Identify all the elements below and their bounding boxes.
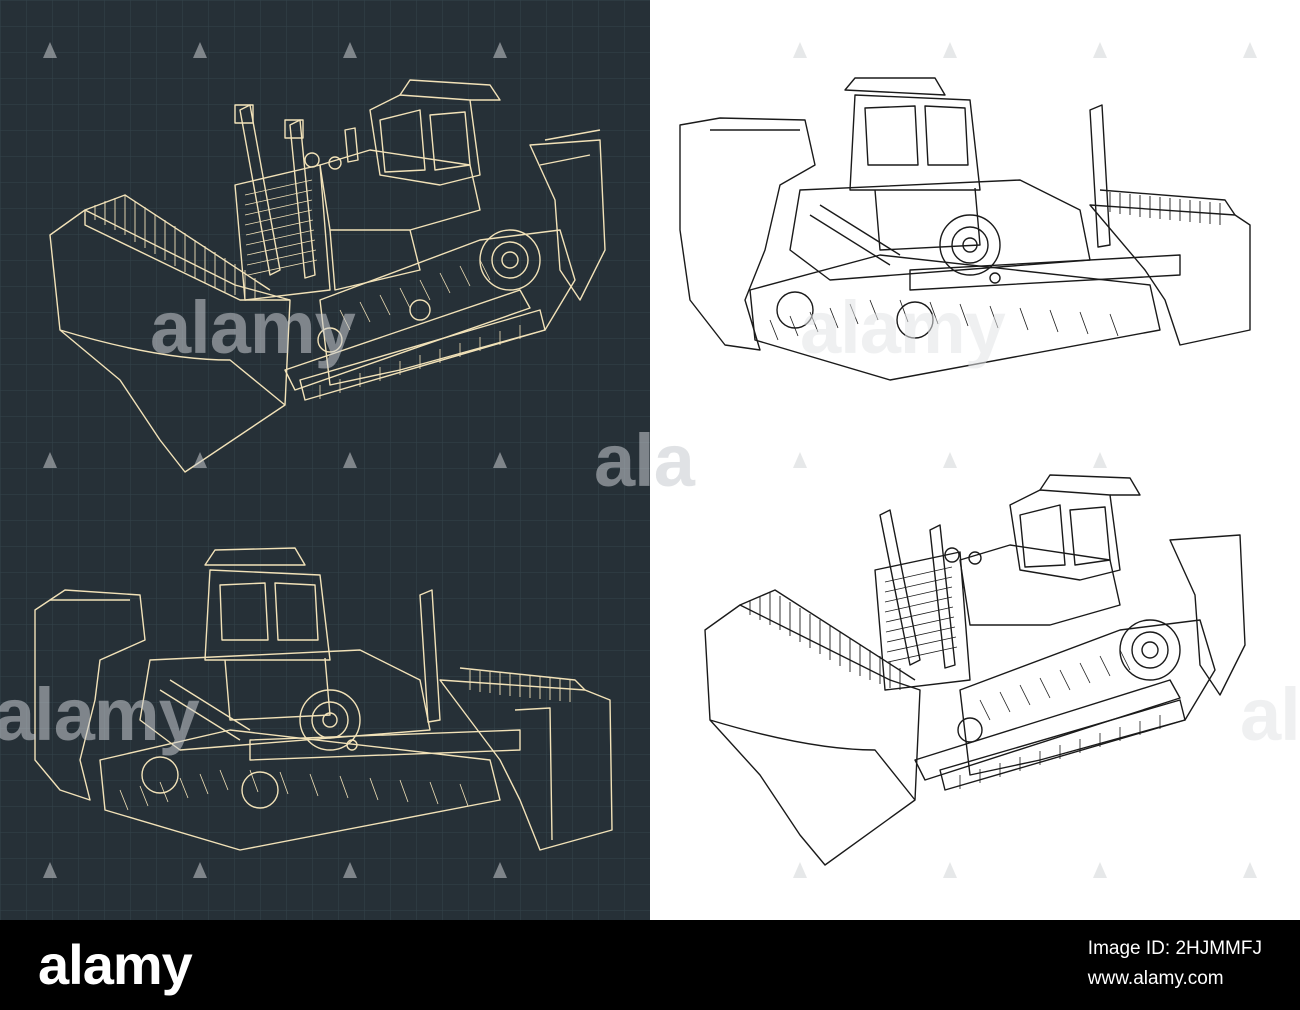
alamy-a-icon	[1243, 42, 1257, 58]
bulldozer-blueprint-bottom	[34, 547, 613, 851]
alamy-a-icon	[43, 862, 57, 878]
light-drawing-svg	[679, 77, 1251, 866]
artwork: alamy alamy ala alamy ala	[0, 0, 1300, 920]
light-drawing-panel	[650, 0, 1300, 920]
alamy-a-icon	[193, 42, 207, 58]
bulldozer-drawing-bottom	[704, 474, 1246, 866]
alamy-a-icon	[193, 862, 207, 878]
alamy-a-icon	[43, 42, 57, 58]
dark-blueprint-panel	[0, 0, 650, 920]
alamy-a-icon	[1093, 452, 1107, 468]
alamy-a-icon	[793, 42, 807, 58]
alamy-a-icon	[943, 42, 957, 58]
alamy-a-icon	[493, 862, 507, 878]
alamy-a-icon	[343, 42, 357, 58]
dark-blueprint-svg	[0, 0, 650, 920]
footer-bar: alamy Image ID: 2HJMMFJ www.alamy.com	[0, 920, 1300, 1010]
alamy-a-icon	[793, 862, 807, 878]
bulldozer-blueprint-top	[49, 79, 606, 473]
alamy-a-icon	[943, 862, 957, 878]
alamy-a-icon	[943, 452, 957, 468]
alamy-a-icon	[343, 452, 357, 468]
alamy-a-icon	[793, 452, 807, 468]
alamy-a-icon	[193, 452, 207, 468]
alamy-a-icon	[1093, 862, 1107, 878]
alamy-a-icon	[43, 452, 57, 468]
alamy-a-icon	[1243, 862, 1257, 878]
image-id-text: Image ID: 2HJMMFJ	[1087, 938, 1262, 959]
alamy-a-icon	[1093, 42, 1107, 58]
alamy-logo: alamy	[38, 933, 193, 996]
footer-meta: Image ID: 2HJMMFJ www.alamy.com	[1088, 934, 1262, 994]
alamy-a-icon	[493, 452, 507, 468]
alamy-a-icon	[343, 862, 357, 878]
alamy-a-icon	[493, 42, 507, 58]
watermark-icon-layer	[43, 42, 1257, 878]
site-url-text: www.alamy.com	[1087, 968, 1224, 989]
bulldozer-drawing-top	[679, 77, 1251, 381]
